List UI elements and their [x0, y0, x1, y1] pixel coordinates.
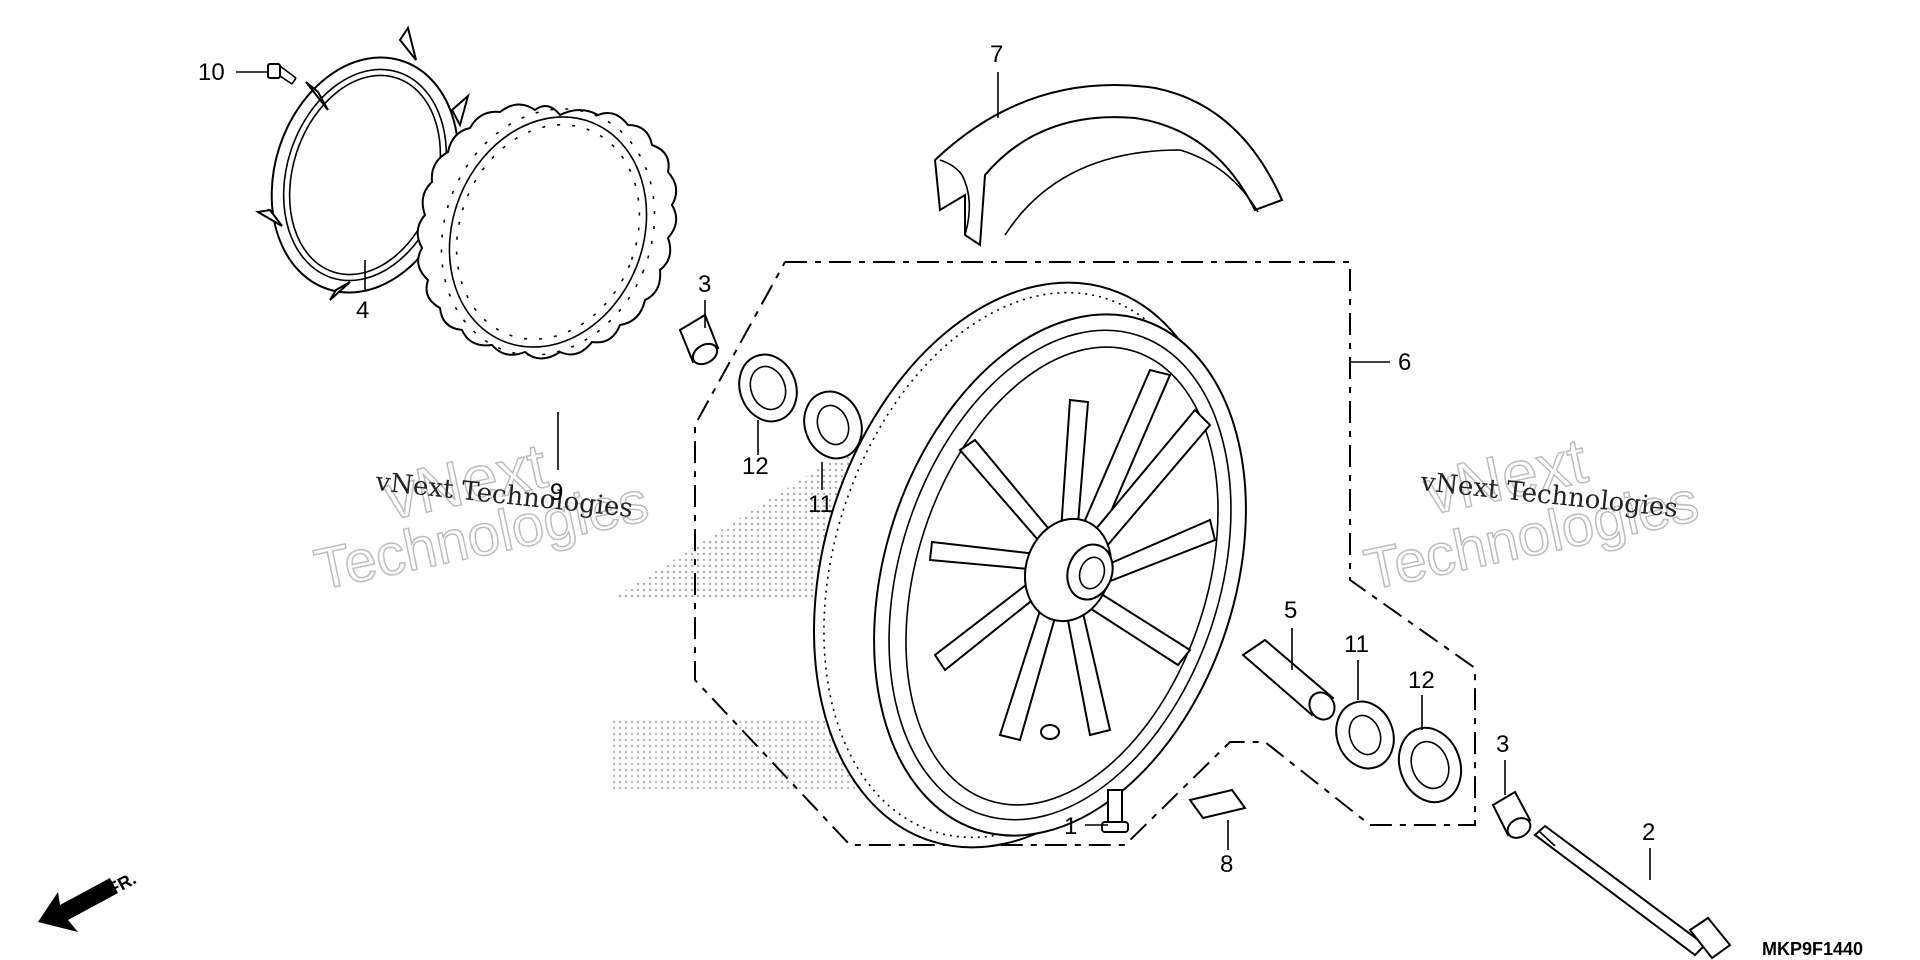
callout-10: 10 [198, 59, 225, 86]
callout-11-left: 11 [808, 491, 833, 518]
front-wheel [813, 281, 1247, 849]
part-1-valve [1101, 789, 1129, 833]
callout-9: 9 [550, 479, 563, 506]
callout-numbers: 10 4 9 7 3 12 11 6 5 11 12 3 2 1 8 [198, 41, 1655, 878]
callout-1: 1 [1064, 813, 1077, 840]
part-4-disc-carrier [255, 25, 470, 301]
part-7-tire [933, 84, 1284, 247]
part-11-left-bearing [803, 390, 863, 460]
part-12-right-oil-seal [1397, 726, 1463, 804]
part-5-distance-collar [1241, 638, 1336, 721]
callout-12-left: 12 [742, 453, 769, 480]
callout-2: 2 [1642, 819, 1655, 846]
part-10-bolt [267, 63, 297, 85]
callout-12-right: 12 [1408, 667, 1435, 694]
part-12-left-oil-seal [738, 353, 798, 423]
watermark-right: vNext Technologies vNext Technologies [1358, 423, 1704, 603]
callout-8: 8 [1220, 851, 1233, 878]
front-direction-arrow: FR. [38, 868, 139, 932]
part-3-right-collar [1491, 790, 1532, 839]
callout-6: 6 [1398, 349, 1411, 376]
callout-7: 7 [990, 41, 1003, 68]
watermark-left: vNext Technologies vNext Technologies [308, 428, 654, 603]
callout-11-right: 11 [1344, 631, 1369, 658]
diagram-code: MKP9F1440 [1762, 939, 1863, 959]
part-11-right-bearing [1335, 700, 1395, 770]
callout-4: 4 [356, 297, 369, 324]
part-9-brake-disc [416, 103, 678, 360]
part-3-left-collar [678, 313, 720, 366]
wheel-assembly-boundary [694, 261, 1476, 846]
callout-leaders [236, 71, 1651, 880]
part-2-front-axle [1533, 824, 1732, 960]
callout-5: 5 [1284, 597, 1297, 624]
callout-3-left: 3 [698, 271, 711, 298]
callout-3-right: 3 [1496, 731, 1509, 758]
part-8-balance-weight [1188, 788, 1247, 820]
